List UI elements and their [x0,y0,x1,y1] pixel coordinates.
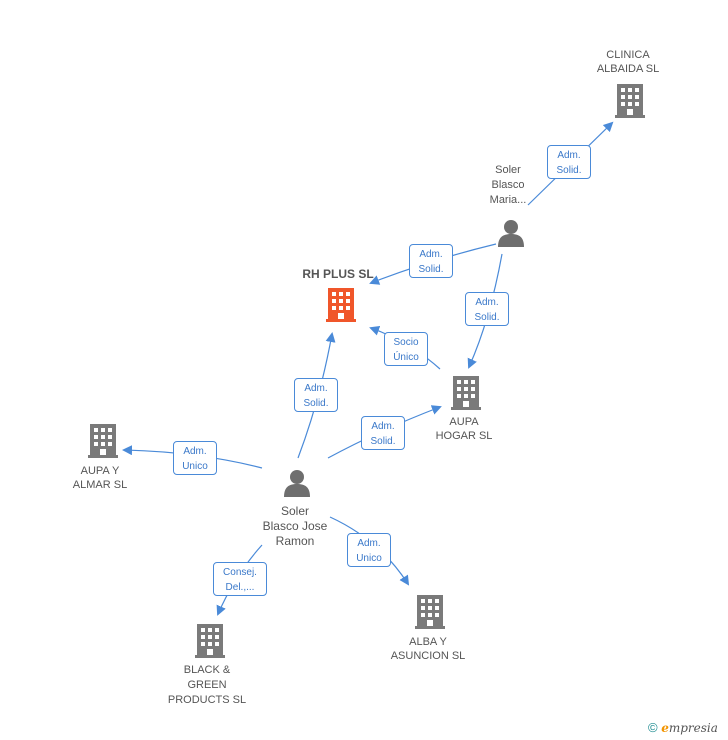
edge-label-maria-aupa-hogar: Adm. Solid. [465,292,509,326]
node-label-aupa-almar[interactable]: AUPA Y ALMAR SL [72,465,128,491]
edge-label-maria-rhplus: Adm. Solid. [409,244,453,278]
node-label-alba[interactable]: ALBA Y ASUNCION SL [390,636,466,662]
node-label-clinica[interactable]: CLINICA ALBAIDA SL [596,49,660,75]
node-label-jose[interactable]: Soler Blasco Jose Ramon [262,504,328,548]
node-label-aupa-hogar[interactable]: AUPA HOGAR SL [435,416,493,442]
footer-brand: © empresia [648,720,718,735]
person-icon-maria[interactable] [498,220,524,247]
brand-logo-text: mpresia [668,721,718,735]
edge-label-jose-aupa-hogar: Adm. Solid. [361,416,405,450]
building-icon-alba[interactable] [415,595,445,629]
edge-label-aupa-hogar-rhplus: Socio Único [384,332,428,366]
building-icon-clinica[interactable] [615,84,645,118]
building-icon-black-green[interactable] [195,624,225,658]
edge-label-maria-clinica: Adm. Solid. [547,145,591,179]
person-icon-jose[interactable] [284,470,310,497]
node-label-rhplus[interactable]: RH PLUS SL [302,267,374,281]
edge-label-jose-rhplus: Adm. Solid. [294,378,338,412]
brand-logo[interactable]: empresia [661,721,718,735]
building-icon-rhplus[interactable] [326,288,356,322]
edge-label-jose-alba: Adm. Unico [347,533,391,567]
edge-label-jose-black-green: Consej. Del.,... [213,562,267,596]
edge-label-jose-aupa-almar: Adm. Unico [173,441,217,475]
copyright-icon: © [648,720,658,735]
building-icon-aupa-almar[interactable] [88,424,118,458]
node-label-black-green[interactable]: BLACK & GREEN PRODUCTS SL [167,664,247,706]
brand-logo-e: e [661,721,669,735]
building-icon-aupa-hogar[interactable] [451,376,481,410]
node-label-maria[interactable]: Soler Blasco Maria... [489,164,527,206]
